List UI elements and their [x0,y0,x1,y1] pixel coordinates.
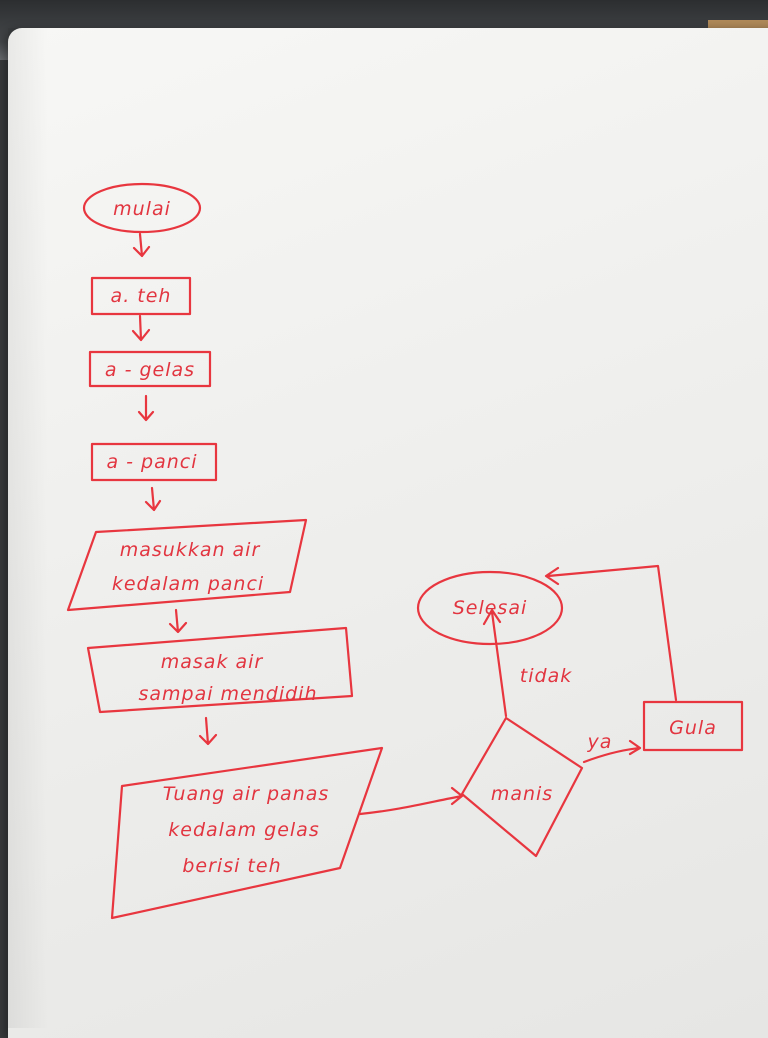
end-label: Selesai [453,597,528,619]
no-label: tidak [520,665,572,687]
process-box: masak air sampai mendidih [86,626,354,714]
start-label: mulai [113,198,171,220]
input-parallelogram: masukkan air kedalam panci [66,518,308,612]
arrow-3 [137,394,155,422]
output-line-2: kedalam gelas [168,819,319,841]
decision-diamond: manis [460,716,584,858]
arrow-4 [144,486,162,512]
input-line-2: kedalam panci [112,573,264,595]
arrow-6 [198,716,218,746]
arrow-5 [168,608,188,634]
end-terminator: Selesai [416,570,564,646]
process-line-2: sampai mendidih [138,683,317,705]
arrow-no [482,608,508,718]
yes-label: ya [587,731,613,753]
start-terminator: mulai [82,182,202,234]
arrow-1 [132,232,151,258]
decision-label: manis [491,783,553,805]
step-gelas-label: a - gelas [105,359,195,381]
paper-shadow [8,28,48,1028]
arrow-gula-to-end [544,564,678,702]
paper-sheet [8,28,768,1038]
step-teh-label: a. teh [111,285,172,307]
step-panci: a - panci [90,442,218,482]
gula-label: Gula [669,717,717,739]
step-gelas: a - gelas [88,350,212,388]
arrow-to-decision [358,786,464,816]
step-panci-label: a - panci [106,451,197,473]
step-teh: a. teh [90,276,192,316]
arrow-yes [582,739,642,764]
process-line-1: masak air [161,651,264,673]
output-line-3: berisi teh [182,855,281,877]
input-line-1: masukkan air [120,539,261,561]
output-line-1: Tuang air panas [163,783,330,805]
output-parallelogram: Tuang air panas kedalam gelas berisi teh [110,746,384,920]
gula-box: Gula [642,700,744,752]
arrow-2 [131,314,151,342]
